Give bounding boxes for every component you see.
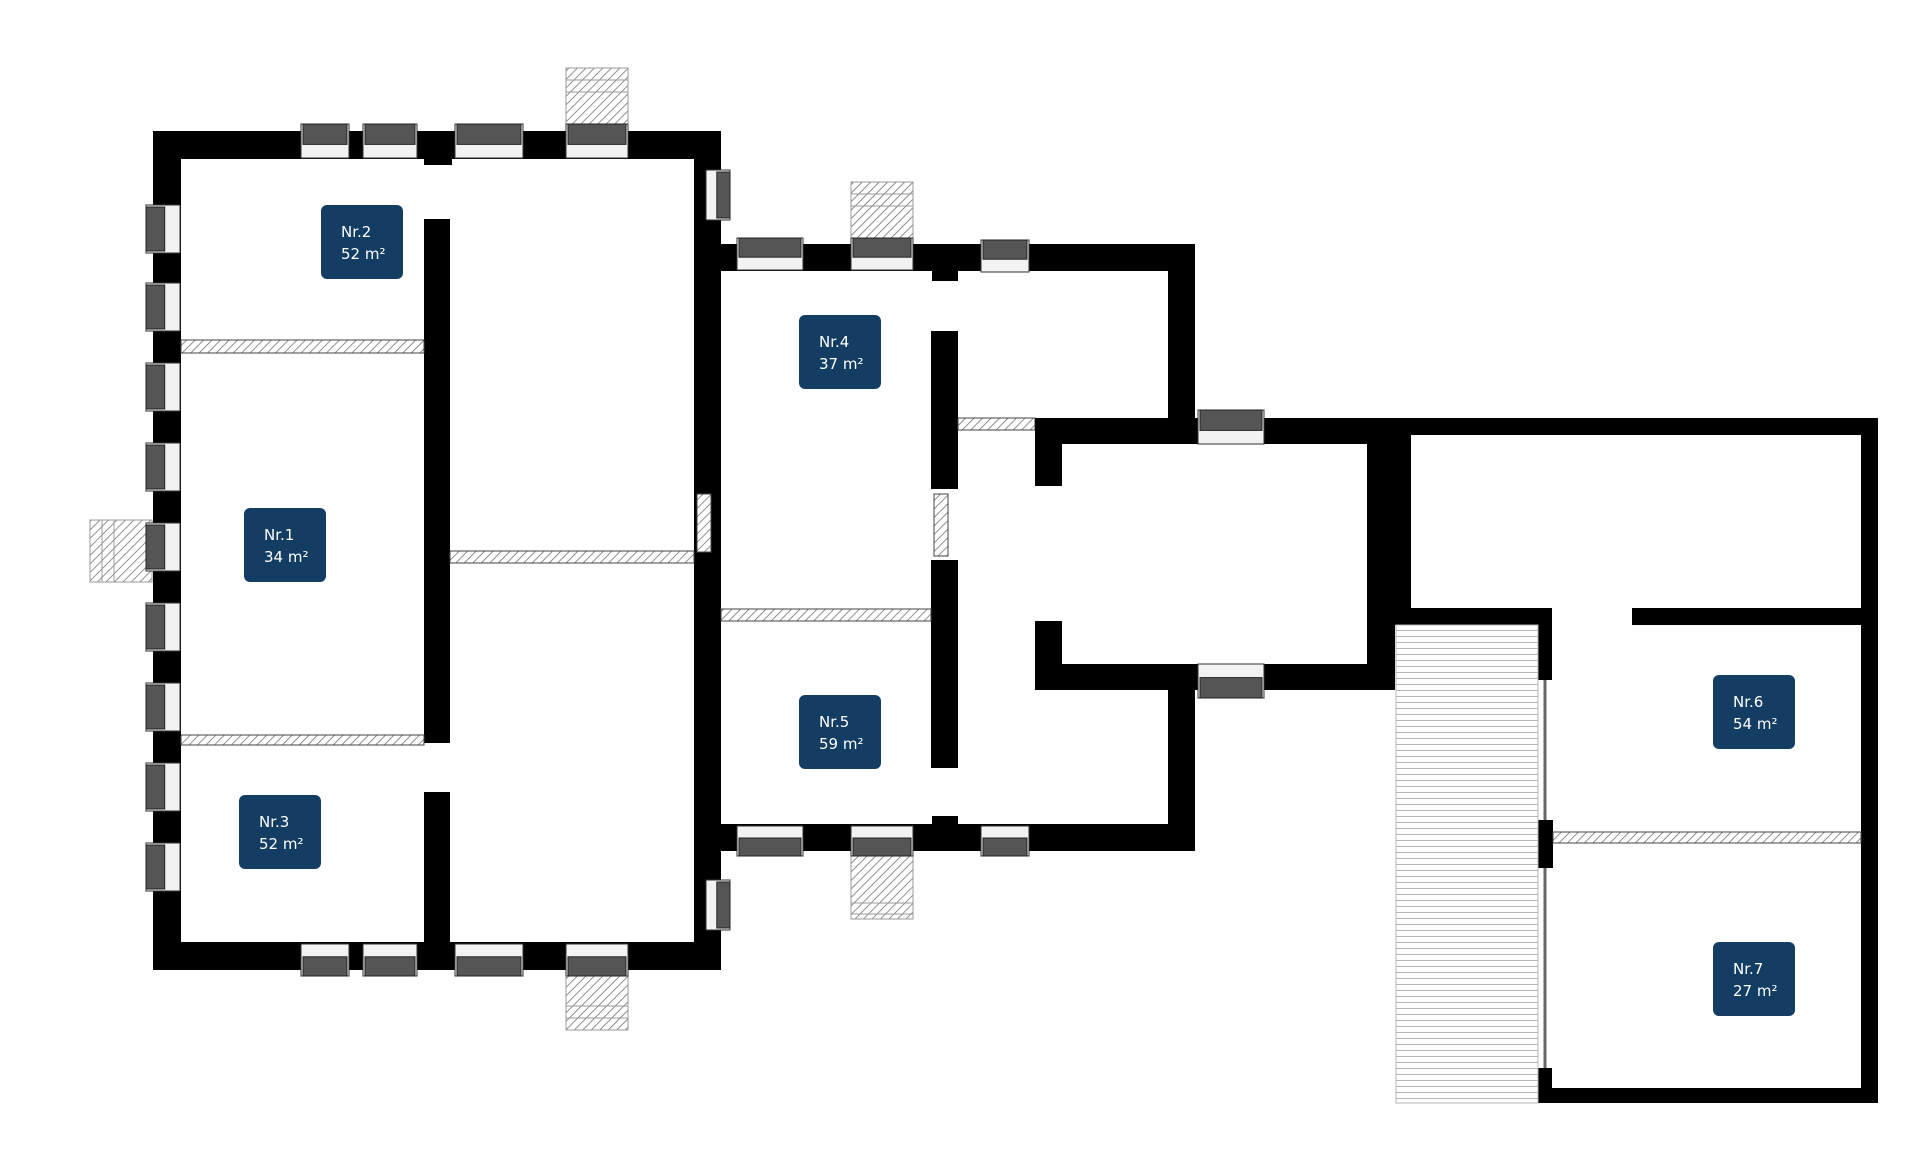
room-label-nr6[interactable]: Nr.6 54 m² bbox=[1713, 675, 1795, 749]
room-label-background bbox=[799, 695, 881, 769]
window-icon bbox=[1197, 409, 1265, 445]
window-icon bbox=[705, 169, 731, 221]
window-icon bbox=[145, 682, 181, 732]
left-building-partitions bbox=[180, 339, 695, 746]
room-area: 52 m² bbox=[341, 245, 385, 263]
room-label-background bbox=[1713, 675, 1795, 749]
window-icon bbox=[362, 943, 418, 977]
room-number: Nr.7 bbox=[1733, 960, 1763, 978]
middle-building-partitions bbox=[696, 417, 1036, 622]
window-icon bbox=[300, 123, 350, 159]
middle-building-walls bbox=[721, 244, 1195, 851]
entrance-step-lines bbox=[101, 79, 913, 1019]
window-icon bbox=[565, 123, 629, 159]
window-icon bbox=[145, 522, 181, 572]
room-number: Nr.6 bbox=[1733, 693, 1763, 711]
window-icon bbox=[145, 282, 181, 332]
right-building-partitions bbox=[1543, 680, 1862, 1068]
window-icon bbox=[850, 825, 914, 857]
room-number: Nr.4 bbox=[819, 333, 849, 351]
window-icon bbox=[705, 879, 731, 931]
window-icon bbox=[565, 943, 629, 977]
entrance-steps bbox=[89, 67, 914, 1031]
connector-walls bbox=[1035, 418, 1395, 690]
room-number: Nr.5 bbox=[819, 713, 849, 731]
window-icon bbox=[145, 762, 181, 812]
room-number: Nr.1 bbox=[264, 526, 294, 544]
window-icon bbox=[736, 237, 804, 271]
room-label-background bbox=[1713, 942, 1795, 1016]
window-icon bbox=[454, 943, 524, 977]
room-area: 34 m² bbox=[264, 548, 308, 566]
window-icon bbox=[362, 123, 418, 159]
room-number: Nr.2 bbox=[341, 223, 371, 241]
window-icon bbox=[145, 362, 181, 412]
window-icon bbox=[145, 204, 181, 254]
room-area: 37 m² bbox=[819, 355, 863, 373]
room-area: 54 m² bbox=[1733, 715, 1777, 733]
right-building-walls bbox=[1395, 418, 1878, 1103]
window-icon bbox=[454, 123, 524, 159]
room-area: 52 m² bbox=[259, 835, 303, 853]
window-icon bbox=[300, 943, 350, 977]
room-area: 59 m² bbox=[819, 735, 863, 753]
window-icon bbox=[1197, 663, 1265, 699]
room-label-nr2[interactable]: Nr.2 52 m² bbox=[321, 205, 403, 279]
room-area: 27 m² bbox=[1733, 982, 1777, 1000]
window-icon bbox=[145, 842, 181, 892]
room-label-nr7[interactable]: Nr.7 27 m² bbox=[1713, 942, 1795, 1016]
room-label-background bbox=[799, 315, 881, 389]
room-label-background bbox=[321, 205, 403, 279]
room-label-nr3[interactable]: Nr.3 52 m² bbox=[239, 795, 321, 869]
room-label-background bbox=[244, 508, 326, 582]
window-icon bbox=[145, 442, 181, 492]
windows bbox=[145, 123, 1265, 977]
room-label-background bbox=[239, 795, 321, 869]
window-icon bbox=[736, 825, 804, 857]
room-label-nr4[interactable]: Nr.4 37 m² bbox=[799, 315, 881, 389]
window-icon bbox=[850, 237, 914, 271]
window-icon bbox=[980, 825, 1030, 857]
window-icon bbox=[145, 602, 181, 652]
room-number: Nr.3 bbox=[259, 813, 289, 831]
room-label-nr1[interactable]: Nr.1 34 m² bbox=[244, 508, 326, 582]
window-icon bbox=[980, 239, 1030, 273]
terrace-stairs bbox=[1395, 624, 1539, 1104]
room-label-nr5[interactable]: Nr.5 59 m² bbox=[799, 695, 881, 769]
